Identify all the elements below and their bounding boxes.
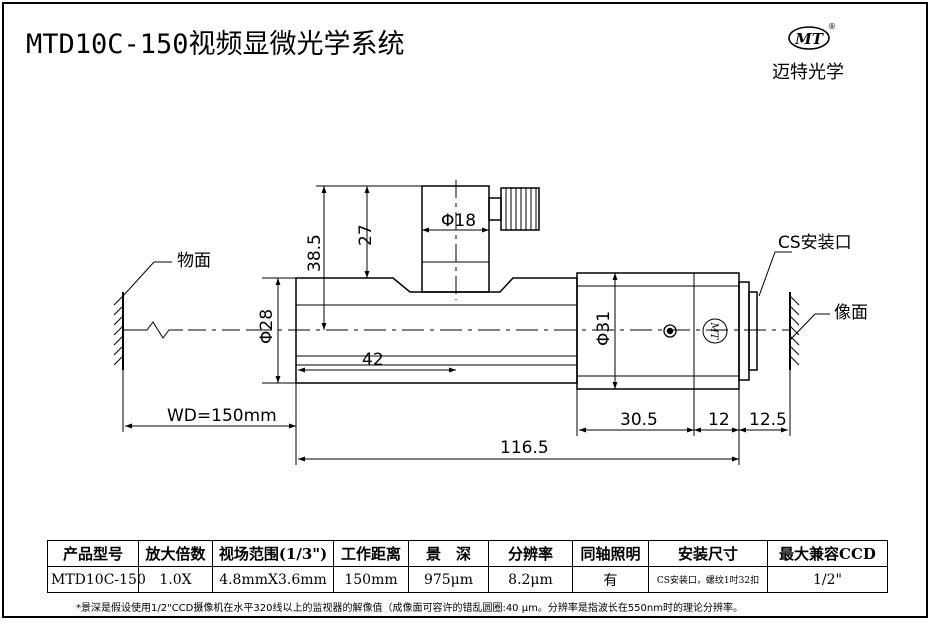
header-resolution: 分辨率 xyxy=(488,540,573,567)
cs-mount xyxy=(748,291,758,371)
dim-d28: Φ28 xyxy=(257,309,277,344)
spec-value-row: MTD10C-150 1.0X 4.8mmX3.6mm 150mm 975μm … xyxy=(47,566,888,593)
value-field-of-view: 4.8mmX3.6mm xyxy=(212,566,334,593)
object-plane-hatch xyxy=(113,295,124,366)
focus-knob xyxy=(500,187,540,231)
value-mount-size: CS安装口，螺纹1吋32扣 xyxy=(648,566,768,593)
value-working-distance: 150mm xyxy=(333,566,409,593)
value-depth-of-field: 975μm xyxy=(408,566,489,593)
header-coaxial-illumination: 同轴照明 xyxy=(572,540,649,567)
dim-wd: WD=150mm xyxy=(167,406,277,426)
label-object-plane: 物面 xyxy=(177,251,211,271)
main-tube xyxy=(295,277,578,384)
dim-l42: 42 xyxy=(362,350,384,370)
label-cs-mount: CS安装口 xyxy=(778,233,852,253)
value-resolution: 8.2μm xyxy=(488,566,573,593)
header-working-distance: 工作距离 xyxy=(333,540,409,567)
spec-table: 产品型号 放大倍数 视场范围(1/3") 工作距离 景 深 分辨率 同轴照明 安… xyxy=(47,540,888,593)
label-image-plane: 像面 xyxy=(834,303,868,323)
value-model: MTD10C-150 xyxy=(47,566,146,593)
side-badge: MT xyxy=(708,322,719,341)
spec-header-row: 产品型号 放大倍数 视场范围(1/3") 工作距离 景 深 分辨率 同轴照明 安… xyxy=(47,540,888,567)
value-max-ccd: 1/2" xyxy=(767,566,888,593)
page-title: MTD10C-150视频显微光学系统 xyxy=(26,29,405,60)
dim-h38-5: 38.5 xyxy=(305,234,325,272)
header-magnification: 放大倍数 xyxy=(138,540,213,567)
brand-logo: MT ® xyxy=(788,22,836,50)
registered-mark: ® xyxy=(828,22,836,31)
dim-l12-5: 12.5 xyxy=(749,410,787,430)
dim-total: 116.5 xyxy=(500,438,549,458)
header-model: 产品型号 xyxy=(47,540,139,567)
drawing-frame xyxy=(2,2,928,618)
dim-d18: Φ18 xyxy=(441,211,476,231)
dim-l30-5: 30.5 xyxy=(620,410,658,430)
header-max-ccd: 最大兼容CCD xyxy=(767,540,888,567)
footnote: *景深是假设使用1/2"CCD摄像机在水平320线以上的监视器的解像值（成像面可… xyxy=(76,603,743,614)
image-plane-hatch xyxy=(789,295,800,366)
header-field-of-view: 视场范围(1/3") xyxy=(212,540,334,567)
value-coaxial-illumination: 有 xyxy=(572,566,649,593)
header-mount-size: 安装尺寸 xyxy=(648,540,768,567)
dim-h27: 27 xyxy=(356,224,376,246)
brand-name: 迈特光学 xyxy=(772,62,844,83)
header-depth-of-field: 景 深 xyxy=(408,540,489,567)
value-magnification: 1.0X xyxy=(138,566,213,593)
dim-d31: Φ31 xyxy=(594,311,614,346)
dim-l12: 12 xyxy=(708,410,730,430)
logo-mark: MT xyxy=(794,30,825,48)
